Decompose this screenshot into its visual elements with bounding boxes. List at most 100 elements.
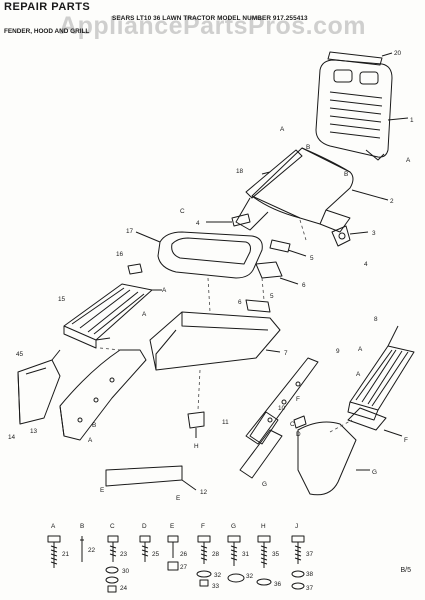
part-20-trim [327,51,383,66]
callout-2: 2 [390,198,394,205]
part-1-grill [315,59,393,158]
model-line: SEARS LT10 36 LAWN TRACTOR MODEL NUMBER … [112,15,308,22]
hw-num-h-washer: 32 [246,573,254,580]
reference-code: B/5 [400,567,411,574]
part-11-clip [187,411,205,429]
hw-letter-d: D [142,523,147,530]
hw-num-f: 28 [212,551,220,558]
letter-e-2: E [176,495,180,502]
hw-num-j-washer: 38 [306,571,314,578]
hw-num-e: 26 [180,551,188,558]
callout-14: 14 [8,434,16,441]
letter-g-1: G [372,469,377,476]
hw-num-g: 31 [242,551,250,558]
callout-20: 20 [394,50,402,57]
callout-5: 5 [310,255,314,262]
letter-a-2: A [406,157,411,164]
hw-num-c: 23 [120,551,128,558]
hw-num-j: 37 [306,551,314,558]
callout-3: 3 [372,230,376,237]
letter-h-1: H [194,443,199,450]
part-6-plate [255,261,283,279]
hardware-f-bolt [196,535,212,587]
callout-15: 15 [58,296,66,303]
hw-letter-g: G [231,523,236,530]
hw-num-f-nut: 33 [212,583,220,590]
letter-a-6: A [356,371,361,378]
callout-16: 16 [116,251,124,258]
letter-b-3: B [92,422,96,429]
part-13-panel-left [59,349,147,441]
letter-c-2: C [290,421,295,428]
callout-4: 4 [196,220,200,227]
part-4-pin [231,213,251,227]
hw-num-b: 22 [88,547,96,554]
hw-num-j-nut: 37 [306,585,314,592]
part-3-bracket [331,225,351,247]
hardware-e-screw [167,535,179,571]
hw-num-e-washer: 27 [180,564,188,571]
callout-8: 8 [374,316,378,323]
callout-12: 12 [200,489,208,496]
section-title: FENDER, HOOD AND GRILL [4,28,90,35]
part-g-fender-right [297,421,357,496]
hw-letter-j: J [295,523,298,530]
hw-num-a: 21 [62,551,70,558]
part-17-dash [157,231,263,279]
letter-a-7: A [88,437,93,444]
hw-letter-f: F [201,523,205,530]
hw-num-h: 35 [272,551,280,558]
letter-d-1: D [296,431,301,438]
hw-num-c-nut: 24 [120,585,128,592]
hardware-g-bolt [227,535,245,583]
hardware-row [47,535,305,593]
page-title: REPAIR PARTS [4,1,91,13]
letter-b-1: B [306,144,310,151]
callout-18: 18 [236,168,244,175]
letter-a-1: A [280,126,285,133]
letter-f-2: F [296,396,300,403]
letter-b-2: B [344,171,348,178]
hardware-j-bolt [291,535,305,590]
hw-num-f-washer: 32 [214,572,222,579]
hw-num-c-washer: 30 [122,568,130,575]
hw-letter-e: E [170,523,174,530]
hw-letter-b: B [80,523,84,530]
letter-g-2: G [262,481,267,488]
part-5-bracket [269,239,291,253]
hardware-c-bolt [105,535,119,593]
hardware-a-bolt [47,535,61,568]
letter-e-1: E [100,487,104,494]
hardware-d-screw [139,535,151,562]
callout-6: 6 [302,282,306,289]
hardware-h-bolt [256,535,272,586]
letter-a-4: A [142,311,147,318]
callout-45: 45 [16,351,24,358]
callout-9: 9 [336,348,340,355]
callout-17: 17 [126,228,134,235]
letter-a-3: A [162,287,167,294]
letter-c-1: C [180,208,185,215]
hw-letter-h: H [261,523,266,530]
callout-13: 13 [30,428,38,435]
part-8-footrest-right [349,345,415,411]
callout-5b: 5 [270,293,274,300]
callout-10: 10 [278,405,286,412]
callout-6b: 6 [238,299,242,306]
part-7-pan [149,311,281,371]
part-12-bar [105,465,183,487]
part-15-footrest-left [63,283,153,341]
letter-f-1: F [404,437,408,444]
hw-letter-c: C [110,523,115,530]
part-16-clip [127,263,143,275]
callout-4b: 4 [364,261,368,268]
hw-num-h-nut: 36 [274,581,282,588]
callout-7: 7 [284,350,288,357]
part-18-rail [245,149,303,199]
hw-num-d: 25 [152,551,160,558]
hardware-b-pin [80,536,84,562]
callout-11: 11 [222,419,229,426]
part-2-hood [251,147,354,225]
